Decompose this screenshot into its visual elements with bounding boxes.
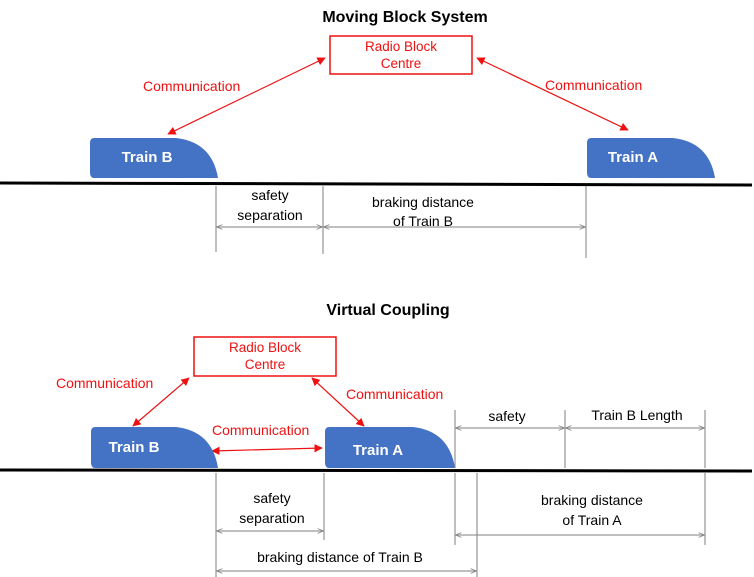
braking-distance-a-line1: braking distance	[541, 492, 643, 508]
train-a-label: Train A	[353, 442, 403, 459]
train-a-shape	[587, 138, 715, 178]
train-a-shape	[325, 427, 455, 468]
comm-label-right: Communication	[346, 386, 443, 402]
comm-label-right: Communication	[545, 77, 642, 93]
comm-label-between: Communication	[212, 422, 309, 438]
moving-block-title: Moving Block System	[322, 9, 487, 26]
braking-distance-line2: of Train B	[393, 213, 453, 229]
train-b-label: Train B	[109, 439, 160, 456]
rbc-label-line1: Radio Block	[365, 39, 437, 54]
comm-arrow-between	[211, 444, 323, 455]
braking-distance-b-label: braking distance of Train B	[257, 549, 423, 565]
moving-block-section: Moving Block System Radio Block Centre C…	[0, 9, 753, 258]
train-b-length-label: Train B Length	[591, 407, 682, 423]
comm-arrow-right	[311, 377, 365, 427]
virtual-coupling-section: Virtual Coupling Radio Block Centre Comm…	[0, 302, 753, 577]
comm-label-left: Communication	[143, 78, 240, 94]
comm-arrow-left	[167, 57, 326, 135]
comm-label-left: Communication	[56, 375, 153, 391]
train-a-label: Train A	[608, 149, 658, 166]
safety-label: safety	[488, 408, 525, 424]
train-b-shape	[90, 138, 218, 178]
comm-arrow-right	[476, 57, 629, 131]
safety-separation-line1: safety	[251, 187, 288, 203]
comm-arrow-left	[132, 377, 190, 427]
braking-distance-line1: braking distance	[372, 194, 474, 210]
rbc-box	[329, 35, 473, 75]
safety-separation-line2: separation	[237, 207, 302, 223]
braking-distance-a-line2: of Train A	[562, 512, 622, 528]
rbc-box	[193, 336, 337, 377]
virtual-coupling-title: Virtual Coupling	[326, 302, 449, 319]
track-line	[0, 181, 753, 187]
track-line	[0, 468, 753, 473]
safety-separation-line2: separation	[239, 510, 304, 526]
train-b-label: Train B	[122, 149, 173, 166]
rbc-label-line2: Centre	[381, 56, 422, 71]
rbc-label-line2: Centre	[245, 357, 286, 372]
safety-separation-line1: safety	[253, 490, 290, 506]
train-b-shape	[91, 427, 218, 468]
rbc-label-line1: Radio Block	[229, 340, 301, 355]
